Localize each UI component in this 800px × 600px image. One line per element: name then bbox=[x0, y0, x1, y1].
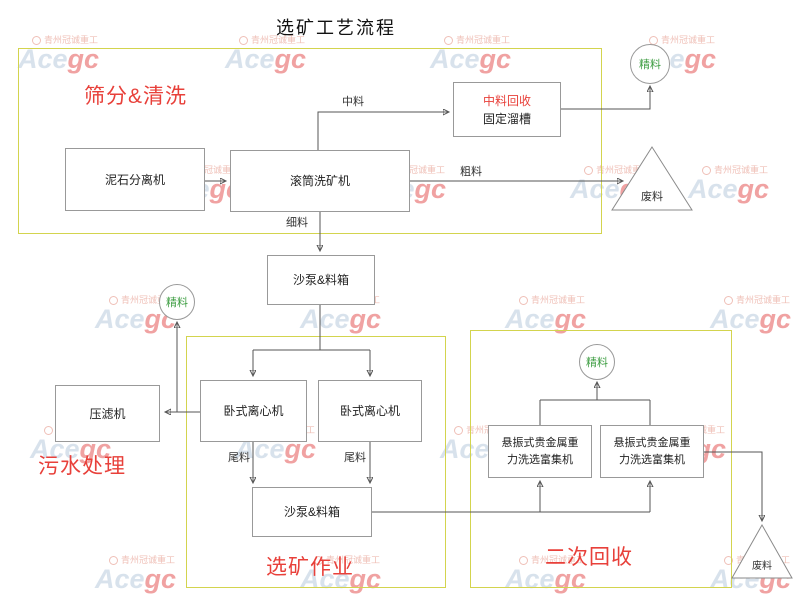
node-filter-press: 压滤机 bbox=[55, 385, 160, 442]
node-sand-pump-top: 沙泵&料箱 bbox=[267, 255, 375, 305]
node-label: 卧式离心机 bbox=[223, 404, 284, 418]
node-drum-washer: 滚筒洗矿机 bbox=[230, 150, 410, 212]
node-label: 中料回收 bbox=[482, 93, 531, 108]
node-concentrator-left: 悬振式贵金属重力洗选富集机 bbox=[488, 425, 592, 478]
section-frame-screening bbox=[18, 48, 602, 234]
arrow-concentrator-to-waste-bottom bbox=[704, 451, 762, 521]
terminal-concentrate-right: 精料 bbox=[579, 344, 615, 380]
section-label-beneficiation: 选矿作业 bbox=[266, 556, 354, 579]
section-frame-beneficiation bbox=[186, 336, 446, 588]
line-concentrators-merge bbox=[539, 399, 651, 425]
node-label: 沙泵&料箱 bbox=[283, 505, 340, 519]
node-concentrator-right: 悬振式贵金属重力洗选富集机 bbox=[600, 425, 704, 478]
waste-bottom-triangle bbox=[731, 523, 793, 579]
node-label: 卧式离心机 bbox=[339, 404, 400, 418]
page-title: 选矿工艺流程 bbox=[276, 18, 396, 38]
node-label: 沙泵&料箱 bbox=[292, 273, 349, 287]
node-label: 泥石分离机 bbox=[104, 172, 165, 187]
edge-label-fine: 细料 bbox=[286, 217, 308, 229]
node-label: 压滤机 bbox=[89, 406, 126, 421]
node-centrifuge-right: 卧式离心机 bbox=[318, 380, 422, 442]
node-mudstone-separator: 泥石分离机 bbox=[65, 148, 205, 211]
line-sand-pump-split bbox=[253, 305, 370, 351]
waste-right-triangle bbox=[611, 146, 693, 211]
terminal-concentrate-mid: 精料 bbox=[159, 284, 195, 320]
section-frame-secondary bbox=[470, 330, 732, 588]
terminal-label: 精料 bbox=[586, 357, 608, 369]
section-label-secondary: 二次回收 bbox=[545, 546, 633, 569]
node-label: 滚筒洗矿机 bbox=[289, 174, 350, 188]
edge-label-tailings-left: 尾料 bbox=[228, 452, 250, 464]
section-label-wastewater: 污水处理 bbox=[38, 455, 126, 478]
edge-label-tailings-right: 尾料 bbox=[344, 452, 366, 464]
edge-label-medium: 中料 bbox=[342, 96, 364, 108]
section-label-screening: 筛分&清洗 bbox=[84, 85, 188, 108]
terminal-label: 精料 bbox=[166, 297, 188, 309]
edge-label-coarse: 粗料 bbox=[460, 166, 482, 178]
waste-bottom-label: 废料 bbox=[752, 561, 772, 572]
node-label: 悬振式贵金属重力洗选富集机 bbox=[613, 437, 691, 466]
node-sublabel: 固定溜槽 bbox=[482, 111, 531, 126]
waste-right-label: 废料 bbox=[641, 191, 663, 203]
node-label: 悬振式贵金属重力洗选富集机 bbox=[501, 437, 579, 466]
terminal-label: 精料 bbox=[639, 59, 661, 71]
terminal-concentrate-top: 精料 bbox=[630, 44, 670, 84]
arrow-drum-to-medium-recovery bbox=[317, 112, 449, 150]
node-sand-pump-bottom: 沙泵&料箱 bbox=[252, 487, 372, 537]
node-medium-recovery-chute: 中料回收 固定溜槽 bbox=[453, 82, 561, 137]
node-centrifuge-left: 卧式离心机 bbox=[200, 380, 307, 442]
arrow-medium-recovery-to-concentrate-top bbox=[561, 86, 650, 110]
